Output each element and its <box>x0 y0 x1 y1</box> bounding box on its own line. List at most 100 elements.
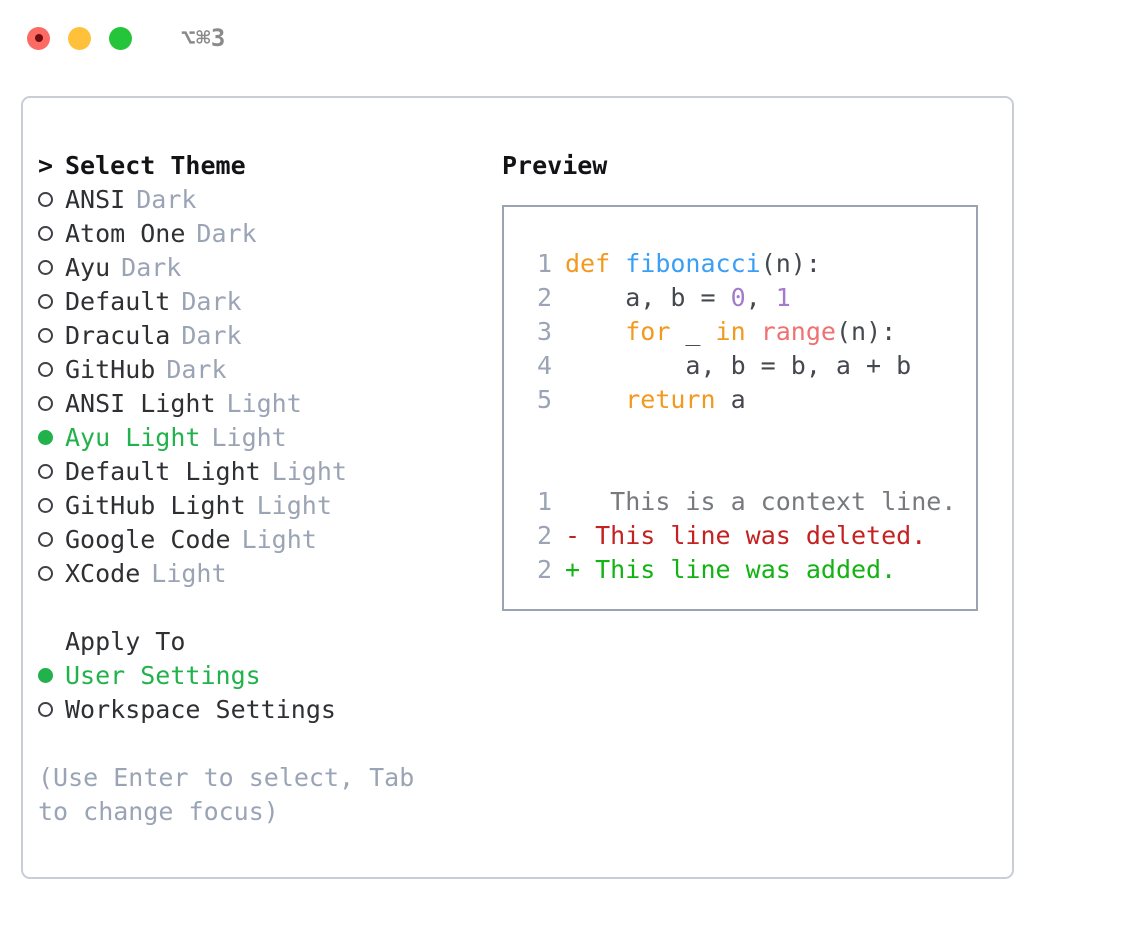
theme-name: Default <box>65 287 171 316</box>
theme-option-default[interactable]: Default Dark <box>38 285 488 319</box>
diff-line-added: 2 + This line was added. <box>522 553 962 587</box>
radio-unselected-icon <box>38 693 65 727</box>
diff-marker <box>565 485 580 519</box>
theme-name: Dracula <box>65 321 171 350</box>
line-number: 2 <box>536 283 552 312</box>
theme-badge: Dark <box>196 219 257 248</box>
code-token: range <box>760 317 836 346</box>
diff-marker: + <box>565 555 581 584</box>
theme-option-xcode[interactable]: XCode Light <box>38 557 488 591</box>
code-token: 0 <box>730 283 746 312</box>
apply-to-option-label: Workspace Settings <box>65 695 336 724</box>
theme-badge: Dark <box>181 321 242 350</box>
diff-text: This line was added. <box>595 555 897 584</box>
theme-badge: Dark <box>181 287 242 316</box>
theme-name: Ayu <box>65 253 111 282</box>
theme-badge: Light <box>271 457 347 486</box>
theme-option-github-light[interactable]: GitHub Light Light <box>38 489 488 523</box>
diff-text <box>580 553 595 587</box>
line-number: 2 <box>536 521 552 550</box>
theme-option-ansi[interactable]: ANSI Dark <box>38 183 488 217</box>
radio-unselected-icon <box>38 455 65 489</box>
radio-unselected-icon <box>38 489 65 523</box>
code-token: (n): <box>760 249 821 278</box>
select-theme-heading-label: Select Theme <box>65 151 246 180</box>
code-token: fibonacci <box>625 249 761 278</box>
radio-unselected-icon <box>38 285 65 319</box>
code-blank-line <box>522 451 962 485</box>
code-token: 1 <box>775 283 791 312</box>
title-bar: ⌥⌘3 <box>0 0 1140 76</box>
diff-line-deleted: 2- This line was deleted. <box>522 519 962 553</box>
apply-to-option-label: User Settings <box>65 661 261 690</box>
radio-unselected-icon <box>38 557 65 591</box>
radio-unselected-icon <box>38 319 65 353</box>
diff-text: This is a context line. <box>580 487 957 516</box>
line-number: 2 <box>536 555 552 584</box>
line-number: 3 <box>536 317 552 346</box>
theme-badge: Light <box>151 559 227 588</box>
theme-option-ayu-light[interactable]: Ayu Light Light <box>38 421 488 455</box>
list-spacer <box>38 591 488 625</box>
code-line: 1 def fibonacci(n): <box>522 247 962 281</box>
diff-line-context: 1 This is a context line. <box>522 485 962 519</box>
theme-name: Ayu Light <box>65 423 201 452</box>
keyboard-hint-text: (Use Enter to select, Tab to change focu… <box>38 763 415 826</box>
code-token: def <box>565 249 626 278</box>
diff-marker: - <box>565 521 581 550</box>
code-token: in <box>715 317 746 346</box>
radio-selected-icon <box>38 421 65 455</box>
code-token: a <box>715 385 746 414</box>
line-number: 1 <box>536 249 552 278</box>
theme-badge: Dark <box>121 253 182 282</box>
maximize-button[interactable] <box>109 26 132 50</box>
theme-option-google-code[interactable]: Google Code Light <box>38 523 488 557</box>
theme-name: Google Code <box>65 525 231 554</box>
radio-unselected-icon <box>38 353 65 387</box>
theme-option-github[interactable]: GitHub Dark <box>38 353 488 387</box>
code-line: 3 for _ in range(n): <box>522 315 962 349</box>
theme-option-ansi-light[interactable]: ANSI Light Light <box>38 387 488 421</box>
theme-option-dracula[interactable]: Dracula Dark <box>38 319 488 353</box>
theme-badge: Dark <box>136 185 197 214</box>
minimize-button[interactable] <box>68 26 91 50</box>
preview-heading: Preview <box>502 151 608 180</box>
code-token <box>565 315 625 349</box>
line-number: 1 <box>536 487 552 516</box>
radio-unselected-icon <box>38 183 65 217</box>
apply-to-option-workspace-settings[interactable]: Workspace Settings <box>38 693 488 727</box>
apply-to-option-user-settings[interactable]: User Settings <box>38 659 488 693</box>
line-number: 4 <box>536 351 552 380</box>
code-token: (n): <box>835 317 897 346</box>
keyboard-shortcut-label: ⌥⌘3 <box>181 24 226 52</box>
code-line: 4 a, b = b, a + b <box>522 349 962 383</box>
code-token <box>565 383 625 417</box>
line-number: 5 <box>536 385 552 414</box>
code-line: 5 return a <box>522 383 962 417</box>
apply-to-heading: Apply To <box>38 625 488 659</box>
theme-option-ayu[interactable]: Ayu Dark <box>38 251 488 285</box>
caret-icon: > <box>38 151 54 180</box>
diff-text: This line was deleted. <box>595 521 927 550</box>
theme-badge: Dark <box>166 355 227 384</box>
theme-badge: Light <box>241 525 317 554</box>
theme-option-atom-one[interactable]: Atom One Dark <box>38 217 488 251</box>
code-line: 2 a, b = 0, 1 <box>522 281 962 315</box>
window-controls <box>27 26 132 50</box>
theme-badge: Light <box>226 389 302 418</box>
theme-name: GitHub <box>65 355 156 384</box>
close-button[interactable] <box>27 26 50 50</box>
theme-name: Default Light <box>65 457 261 486</box>
theme-badge: Light <box>211 423 287 452</box>
tui-panel: > Select Theme ANSI Dark Atom One Dark Ay… <box>21 96 1014 879</box>
theme-name: ANSI <box>65 185 126 214</box>
select-theme-heading: > Select Theme <box>38 149 488 183</box>
radio-unselected-icon <box>38 251 65 285</box>
theme-option-default-light[interactable]: Default Light Light <box>38 455 488 489</box>
theme-badge: Light <box>256 491 332 520</box>
diff-text <box>580 519 595 553</box>
theme-selector-column: > Select Theme ANSI Dark Atom One Dark Ay… <box>38 149 488 727</box>
code-token: a, b = <box>565 283 731 312</box>
